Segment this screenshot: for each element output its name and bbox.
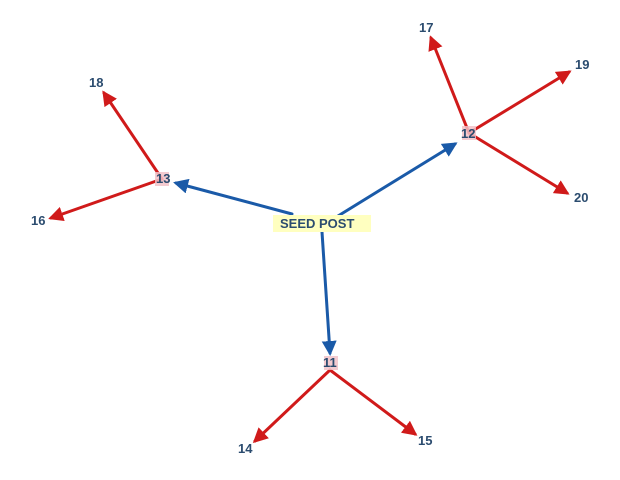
seed-node-label[interactable]: SEED POST [280,216,354,231]
node-marker-13 [155,172,169,186]
node-15-label[interactable]: 15 [418,433,432,448]
edges-layer [48,35,572,444]
edge-n11-to-n14 [252,368,332,444]
node-13-label[interactable]: 13 [156,171,170,186]
node-marker-12 [462,126,476,140]
node-20-label[interactable]: 20 [574,190,588,205]
edge-n13-to-n18 [102,90,164,181]
edge-n11-to-n15 [328,368,418,436]
node-16-label[interactable]: 16 [31,213,45,228]
edge-n13-to-n16 [48,177,164,222]
node-17-label[interactable]: 17 [419,20,433,35]
edge-n12-to-n20 [467,131,570,195]
edge-n12-to-n17 [428,35,471,135]
node-19-label[interactable]: 19 [575,57,589,72]
seed-highlight [273,215,371,232]
node-18-label[interactable]: 18 [89,75,103,90]
nodes-layer: SEED POST 11 12 13 14 15 16 17 18 19 20 [31,20,589,456]
edge-n12-to-n19 [467,70,572,135]
node-marker-11 [324,356,338,370]
edge-seed-to-n12 [336,142,458,218]
node-12-label[interactable]: 12 [461,126,475,141]
edge-seed-to-n13 [173,178,294,216]
node-14-label[interactable]: 14 [238,441,253,456]
node-11-label[interactable]: 11 [323,355,337,370]
edge-seed-to-n11 [320,230,337,356]
